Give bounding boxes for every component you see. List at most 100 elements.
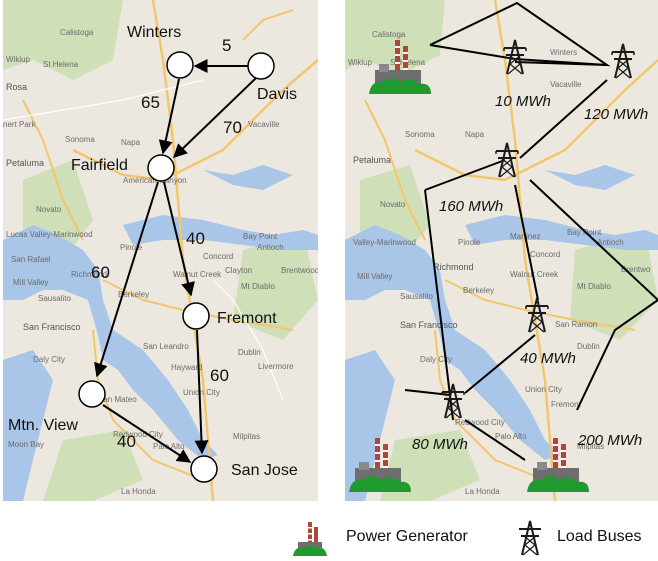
load-label-bus-d: 40 MWh: [520, 350, 576, 367]
map-label: Napa: [121, 138, 141, 147]
map-label: Brentwo: [621, 265, 651, 274]
node-davis: [247, 52, 275, 80]
map-label: Fremont: [551, 400, 581, 409]
load-label-bus-e: 80 MWh: [412, 436, 468, 453]
node-fremont: [182, 302, 210, 330]
map-label: Redwood City: [455, 418, 505, 427]
line-bus-c-left: [424, 159, 506, 191]
map-label: Dublin: [238, 348, 261, 357]
map-label: Concord: [203, 252, 234, 261]
edge-fairfield-fremont: [163, 181, 195, 297]
map-label: Vacaville: [248, 120, 280, 129]
map-label: La Honda: [465, 487, 500, 496]
legend-generator-icon: [293, 522, 327, 556]
map-label: Calistoga: [372, 30, 406, 39]
map-label: Mill Valley: [13, 278, 49, 287]
map-label: Sonoma: [65, 135, 95, 144]
line-bus-b-bus-c: [519, 79, 608, 159]
edge-winters-fairfield: [158, 78, 180, 155]
map-label: Pinole: [120, 243, 143, 252]
map-label: Berkeley: [118, 290, 150, 299]
generator-2-icon: [349, 438, 411, 492]
node-sanjose: [190, 455, 218, 483]
line-bus-c-bus-d: [514, 184, 539, 301]
map-label: Novato: [380, 200, 406, 209]
line-bus-d-bus-e: [464, 334, 536, 394]
map-label: St Helena: [43, 60, 79, 69]
map-label: Milpitas: [233, 432, 261, 441]
legend-load-label: Load Buses: [557, 528, 642, 545]
map-label: Union City: [183, 388, 220, 397]
map-label: Hayward: [171, 363, 203, 372]
map-label: Bay Point: [243, 232, 278, 241]
bus-d-tower-icon: [525, 297, 549, 333]
line-bus-c-bus-f: [529, 179, 658, 301]
edge-fairfield-mtnview: [94, 181, 159, 378]
node-label-fremont: Fremont: [217, 310, 277, 327]
map-label: San Rafael: [11, 255, 51, 264]
map-label: Lucas Valley-Marinwood: [6, 230, 93, 239]
map-label: Concord: [530, 250, 561, 259]
map-label: Daly City: [420, 355, 453, 364]
map-label: Palo Alto: [495, 432, 527, 441]
map-label: Clayton: [225, 266, 253, 275]
node-label-san-jose: San Jose: [231, 462, 298, 479]
map-label: Novato: [36, 205, 62, 214]
edge-weight-davis-winters: 5: [222, 36, 232, 55]
map-label: Napa: [465, 130, 485, 139]
line-bus-f-link: [576, 299, 658, 411]
bus-e-tower-icon: [441, 383, 465, 419]
map-label: Mt Diablo: [577, 282, 611, 291]
map-label: Calistoga: [60, 28, 94, 37]
edge-mtnview-sanjose: [102, 404, 192, 463]
load-label-bus-c: 160 MWh: [439, 198, 504, 215]
map-label: Mill Valley: [357, 272, 393, 281]
legend-generator-label: Power Generator: [346, 528, 468, 545]
edge-fremont-sanjose: [194, 329, 209, 455]
map-label: Dublin: [577, 342, 600, 351]
node-label-fairfield: Fairfield: [71, 157, 128, 174]
map-label: Valley-Marinwood: [353, 238, 416, 247]
map-label: Winters: [550, 48, 578, 57]
map-label: Pinole: [458, 238, 481, 247]
map-label: Sausalito: [38, 294, 71, 303]
map-label: San Leandro: [143, 342, 189, 351]
road-graph: [78, 51, 275, 483]
map-label: San Ramon: [555, 320, 598, 329]
map-label: Richmond: [71, 270, 108, 279]
edge-weight-fairfield-mtnview: 60: [91, 263, 110, 282]
node-label-davis: Davis: [257, 86, 298, 103]
map-label: Vacaville: [550, 80, 582, 89]
map-label: Palo Alto: [153, 442, 185, 451]
map-label: Petaluma: [6, 158, 45, 168]
edge-weight-davis-fairfield: 70: [223, 118, 242, 137]
map-label: American Canyon: [123, 176, 187, 185]
map-label: Petaluma: [353, 155, 392, 165]
map-label: Union City: [525, 385, 562, 394]
map-label: Antioch: [597, 238, 624, 247]
map-label: Daly City: [33, 355, 66, 364]
map-label: Sonoma: [405, 130, 435, 139]
map-label: Walnut Creek: [173, 270, 222, 279]
map-label: Sausalito: [400, 292, 433, 301]
bus-c-tower-icon: [495, 142, 519, 178]
map-label: La Honda: [121, 487, 156, 496]
load-label-bus-a: 10 MWh: [495, 93, 551, 110]
map-label: Livermore: [258, 362, 294, 371]
map-label: Richmond: [433, 262, 474, 272]
map-label: Bay Point: [567, 228, 602, 237]
map-label: Wikiup: [348, 58, 373, 67]
map-label: Brentwood: [281, 266, 318, 275]
edge-davis-fairfield: [172, 77, 257, 158]
bus-b-tower-icon: [611, 43, 635, 79]
map-label: Walnut Creek: [510, 270, 559, 279]
map-label: Wikiup: [6, 55, 31, 64]
map-label: nert Park: [3, 120, 36, 129]
node-winters: [166, 51, 194, 79]
map-label: Antioch: [257, 243, 284, 252]
node-label-mtn-view: Mtn. View: [8, 417, 78, 434]
edge-weight-fremont-sanjose: 60: [210, 366, 229, 385]
map-label: San Francisco: [23, 322, 81, 332]
node-fairfield: [147, 154, 175, 182]
power-grid-graph: [349, 1, 658, 492]
